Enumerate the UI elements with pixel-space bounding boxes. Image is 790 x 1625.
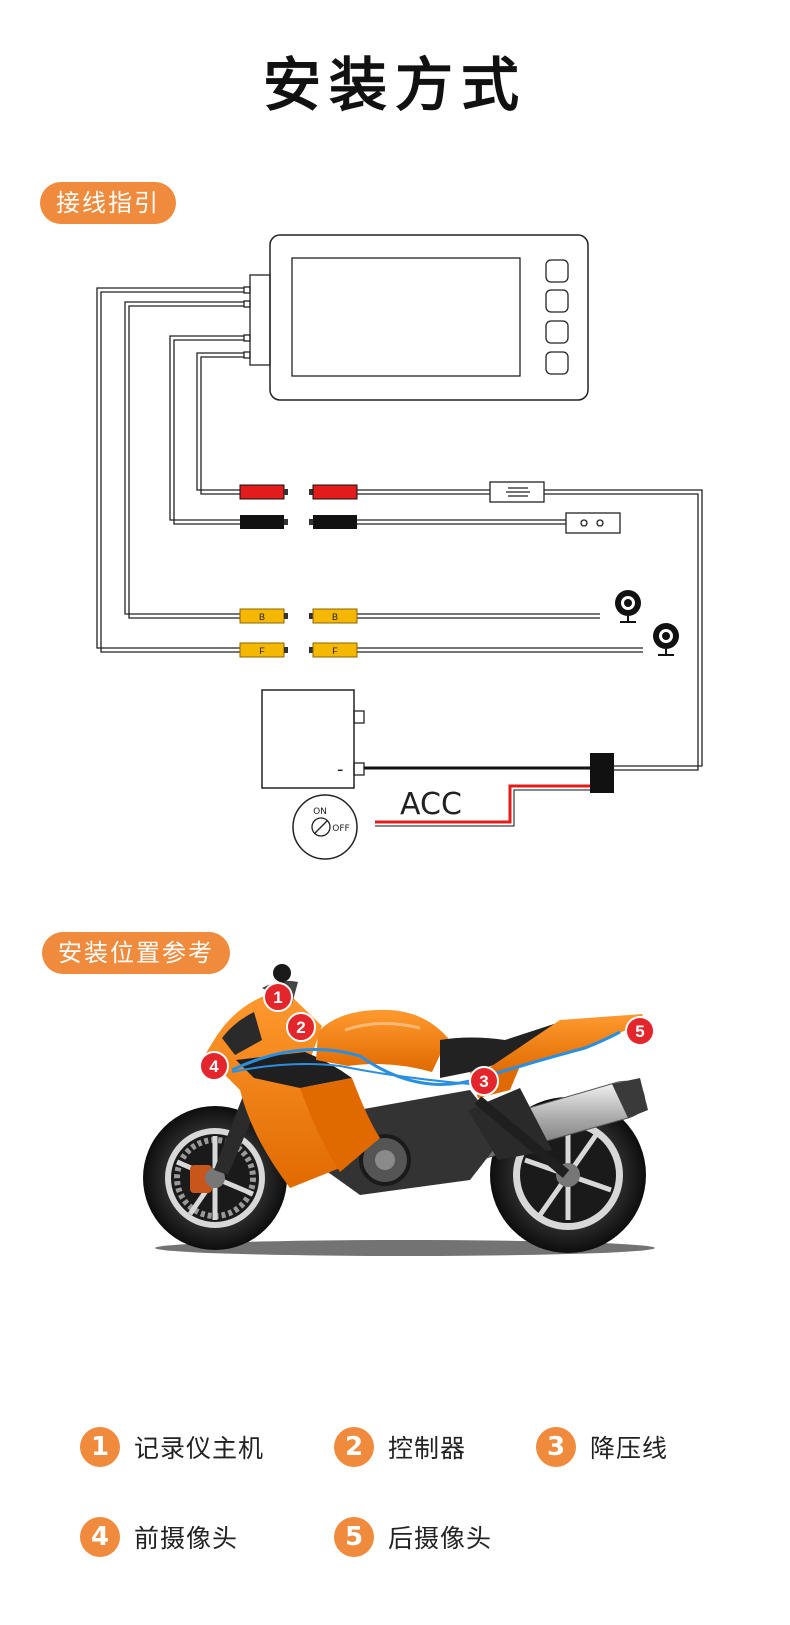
red-connector-right (312, 484, 358, 500)
page-title: 安装方式 (262, 51, 527, 119)
battery (261, 689, 355, 789)
fuse-holder (489, 481, 545, 503)
red-connector-left (239, 484, 285, 500)
mirror (273, 964, 291, 982)
cable-route (231, 1030, 621, 1086)
rear-connector-left-label: B (259, 612, 265, 622)
legend-text: 记录仪主机 (134, 1434, 265, 1463)
legend-number: 5 (334, 1517, 374, 1557)
legend-item-step-down-cable: 3 降压线 (536, 1425, 668, 1469)
rear-camera-wire (124, 301, 244, 615)
install-position-label: 安装位置参考 (42, 932, 230, 974)
ignition-switch (292, 794, 358, 860)
rear-camera-icon (615, 590, 641, 623)
black-connector-left (240, 515, 284, 529)
legend-item-rear-camera: 5 后摄像头 (334, 1515, 492, 1559)
dvr-button-4 (545, 351, 569, 375)
marker-4 (199, 1051, 229, 1081)
dvr-host-unit (269, 234, 589, 401)
legend-item-front-camera: 4 前摄像头 (80, 1515, 238, 1559)
marker-1-label: 1 (273, 988, 282, 1007)
legend-item-host: 1 记录仪主机 (80, 1425, 264, 1469)
front-camera-wire (96, 287, 244, 649)
rear-connector-right-label: B (332, 612, 338, 622)
legend-number: 4 (80, 1517, 120, 1557)
fuel-tank (316, 1009, 448, 1072)
marker-1 (263, 982, 293, 1012)
marker-5 (625, 1016, 655, 1046)
front-wheel (143, 1106, 287, 1250)
marker-2 (286, 1012, 316, 1042)
ground-terminal (565, 512, 621, 534)
legend-text: 降压线 (590, 1434, 669, 1463)
relay-block (590, 753, 614, 793)
dvr-button-1 (545, 259, 569, 283)
legend-text: 控制器 (388, 1434, 467, 1463)
battery-minus: - (337, 759, 344, 780)
legend-number: 1 (80, 1427, 120, 1467)
front-connector-right-label: F (332, 646, 338, 656)
wiring-diagram: B B F F ACC - ON OFF (96, 234, 703, 860)
dvr-port-block (249, 274, 271, 366)
legend-item-controller: 2 控制器 (334, 1425, 466, 1469)
marker-4-label: 4 (209, 1057, 219, 1076)
dvr-button-3 (545, 320, 569, 344)
marker-3-label: 3 (479, 1072, 488, 1091)
dvr-screen (291, 257, 521, 377)
switch-off-label: OFF (332, 824, 349, 834)
marker-3 (469, 1066, 499, 1096)
tail-fairing (480, 1014, 644, 1074)
dvr-button-2 (545, 289, 569, 313)
legend-text: 后摄像头 (388, 1524, 493, 1553)
front-camera-icon (653, 623, 679, 656)
front-connector-left-label: F (259, 646, 265, 656)
wiring-guide-label: 接线指引 (40, 182, 176, 224)
legend-text: 前摄像头 (134, 1524, 239, 1553)
acc-label: ACC (400, 787, 462, 822)
front-connector-right (312, 642, 358, 658)
rear-connector-right (312, 608, 358, 624)
power-wire (196, 352, 244, 491)
legend-number: 3 (536, 1427, 576, 1467)
legend-number: 2 (334, 1427, 374, 1467)
acc-wire (375, 784, 590, 824)
marker-2-label: 2 (296, 1018, 305, 1037)
marker-5-label: 5 (635, 1022, 644, 1041)
switch-on-label: ON (313, 807, 327, 817)
ground-wire (169, 335, 244, 521)
motorcycle-illustration: 1 2 3 4 5 (143, 964, 655, 1256)
black-connector-right (313, 515, 357, 529)
